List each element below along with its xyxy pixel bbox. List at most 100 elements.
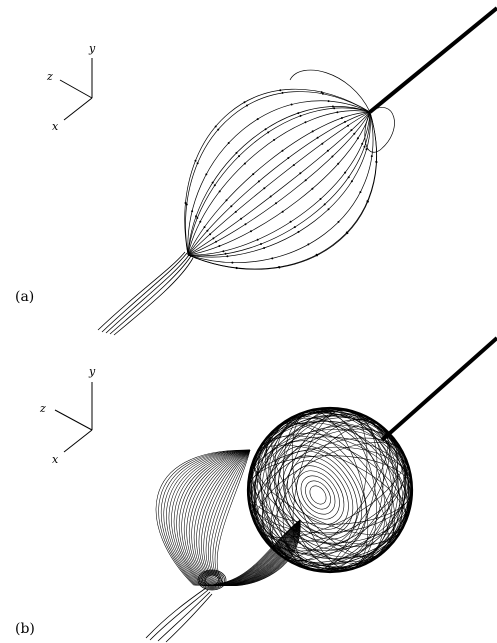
streamline-marker [196, 217, 199, 219]
stem-strand [165, 593, 213, 643]
streamline [184, 88, 371, 256]
streamline-marker [281, 210, 284, 213]
streamline-marker [211, 181, 214, 184]
stem-strand [145, 587, 207, 639]
streamline-marker [290, 103, 293, 106]
wake-streamline [160, 449, 301, 586]
streamline-marker [224, 252, 227, 255]
wake-streamline [186, 449, 301, 586]
wake-streamline [166, 449, 301, 586]
wake-streamline [163, 449, 301, 586]
streamline-marker [212, 237, 215, 240]
streamline-marker [264, 128, 267, 131]
streamline-marker [199, 220, 202, 223]
streamline-marker [231, 261, 234, 264]
stem-strand [157, 591, 211, 642]
streamline-marker [347, 124, 349, 127]
streamline-marker [191, 210, 194, 213]
streamline-marker [346, 232, 349, 235]
inner-swirl [291, 465, 345, 525]
wake-streamline [216, 449, 301, 587]
streamline-marker [263, 187, 266, 190]
streamline-marker [320, 91, 323, 94]
vortex-bubble-b [155, 406, 414, 591]
wake-streamline [155, 449, 301, 586]
streamline-marker [311, 187, 314, 190]
y-axis-label: y [88, 42, 96, 55]
streamline [187, 111, 371, 256]
streamline [187, 111, 371, 256]
z-axis-label: z [39, 402, 46, 415]
apex-lobe [289, 69, 371, 113]
stem-strand [149, 589, 209, 641]
wake-streamline [198, 449, 301, 586]
streamline-marker [340, 117, 343, 119]
sphere-streamline [254, 407, 406, 573]
inner-swirl [296, 470, 340, 520]
streamline-marker [243, 101, 246, 104]
inner-swirl [300, 475, 336, 515]
streamline-marker [350, 180, 353, 183]
streamline-marker [235, 151, 238, 154]
sphere-streamline [262, 419, 398, 561]
streamline [187, 111, 371, 256]
streamline-marker [321, 142, 324, 145]
streamline-marker [222, 250, 225, 253]
streamline-marker [289, 220, 292, 223]
streamline-marker [333, 107, 336, 110]
streamline-marker [217, 128, 220, 131]
stem-strand [109, 255, 192, 335]
streamline-marker [269, 195, 272, 198]
stem-ring [199, 570, 225, 590]
streamline-marker [337, 220, 340, 223]
streamline-marker [203, 226, 206, 229]
streamline-marker [218, 245, 221, 247]
z-axis-label: z [46, 70, 53, 83]
apex-lobe [364, 107, 395, 153]
streamline-marker [316, 136, 319, 139]
streamline-marker [281, 91, 284, 94]
wake-streamline [171, 449, 301, 586]
streamline-marker [326, 149, 329, 152]
streamline-marker [260, 243, 262, 245]
streamline-marker [319, 198, 322, 200]
stem-ring [202, 572, 222, 588]
streamline-marker [275, 202, 277, 205]
streamline-marker [287, 157, 290, 159]
x-axis-line [63, 429, 93, 453]
inner-swirl [269, 440, 367, 550]
streamline-marker [256, 118, 259, 121]
streamline-marker [331, 105, 334, 108]
wake-streamline [184, 449, 301, 586]
wake-streamline [210, 449, 301, 586]
streamline-marker [293, 226, 296, 229]
streamline-marker [214, 125, 217, 128]
x-axis-line [63, 97, 93, 121]
inner-swirl [282, 455, 354, 535]
streamline [185, 91, 371, 256]
streamline-marker [311, 130, 314, 133]
streamline-marker [297, 112, 300, 115]
axis-triad-a [59, 58, 93, 121]
vortex-core-line-b [380, 336, 497, 442]
stem-strand [97, 251, 186, 331]
streamline-marker [185, 203, 188, 206]
streamline-marker [184, 202, 187, 204]
streamline-marker [327, 208, 330, 211]
stem-strand [113, 257, 194, 336]
axis-triad-b [54, 382, 93, 453]
streamline [187, 111, 371, 256]
streamline-marker [370, 155, 373, 158]
streamline [187, 107, 371, 256]
streamline-marker [327, 100, 330, 103]
wake-streamline [188, 449, 301, 586]
vortex-core-line-a [368, 6, 497, 114]
streamline-marker [213, 184, 216, 187]
streamline-marker [206, 229, 209, 232]
stem-ring [205, 574, 219, 586]
streamline-marker [244, 223, 247, 226]
streamline-marker [195, 215, 197, 218]
streamline-marker [356, 137, 359, 140]
inner-swirl [273, 445, 363, 545]
